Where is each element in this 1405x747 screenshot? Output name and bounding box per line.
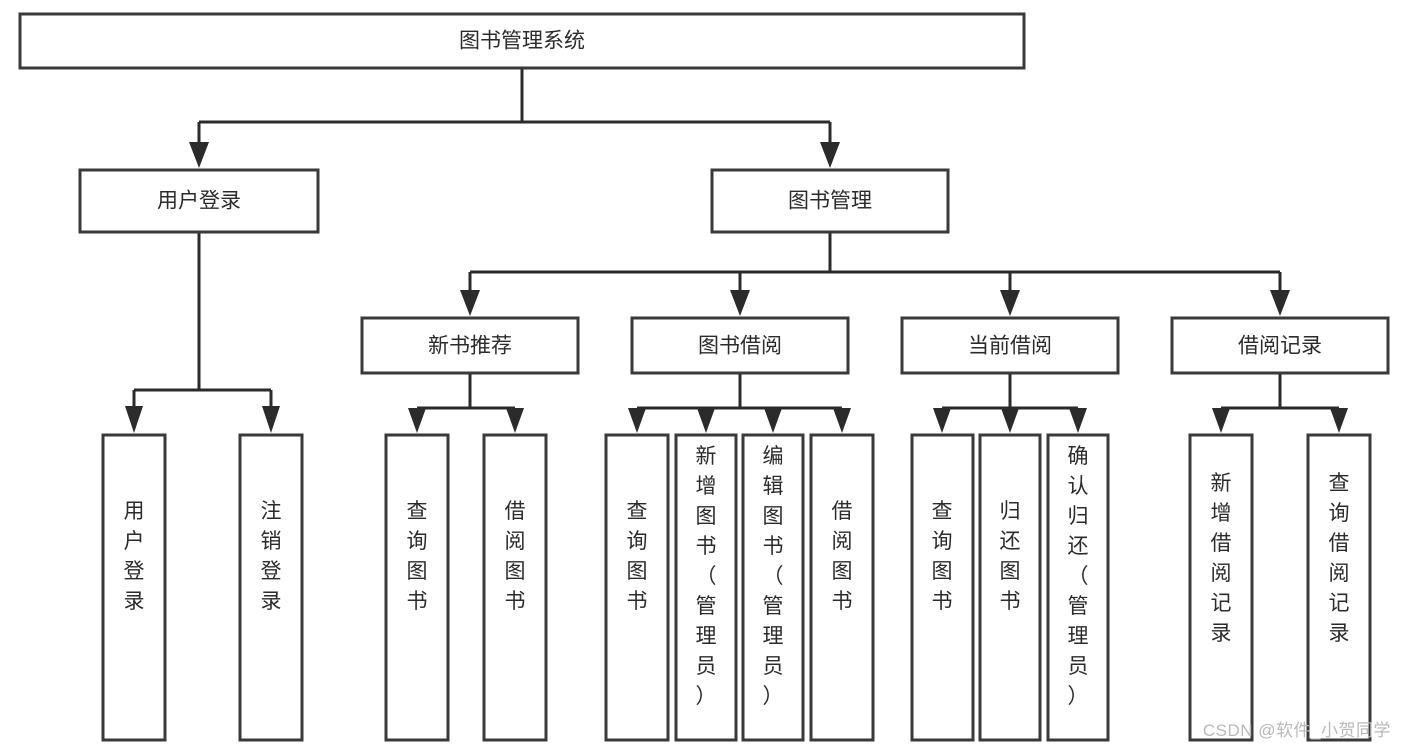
node-current-borrow-label: 当前借阅: [968, 335, 1052, 358]
node-leaf-edit-book-box[interactable]: [741, 433, 805, 742]
node-leaf-add-record-label: 新增借阅记录: [1211, 472, 1232, 645]
node-user-login-label: 用户登录: [157, 190, 241, 213]
node-user-login-box[interactable]: [78, 168, 320, 234]
arrow-head-leaf-addrecord: [1212, 408, 1230, 433]
node-leaf-query-book-2-label: 查询图书: [627, 500, 648, 613]
connector-group-userlogin: [125, 232, 280, 433]
arrow-head-leaf-borrow2: [833, 408, 851, 433]
node-leaf-query-book-3-label: 查询图书: [932, 500, 953, 613]
arrow-head-leaf-queryrecord: [1330, 408, 1348, 433]
node-leaf-borrow-book-2[interactable]: 借阅图书: [809, 433, 875, 742]
node-root-label: 图书管理系统: [459, 30, 585, 53]
arrow-head-userlogin: [189, 142, 209, 168]
node-leaf-borrow-book-2-box[interactable]: [809, 433, 875, 742]
node-book-manage-label: 图书管理: [788, 190, 872, 213]
node-leaf-confirm-return-label: 确认归还（管理员）: [1068, 445, 1089, 708]
arrow-head-leaf-query1: [408, 408, 426, 433]
node-book-manage[interactable]: 图书管理: [710, 168, 950, 234]
node-leaf-query-book-2[interactable]: 查询图书: [604, 433, 670, 742]
node-leaf-add-record-box[interactable]: [1188, 433, 1254, 742]
arrow-head-leaf-query3: [933, 408, 951, 433]
node-book-borrow-label: 图书借阅: [698, 335, 782, 358]
node-leaf-add-book-box[interactable]: [674, 433, 738, 742]
node-book-borrow-box[interactable]: [630, 316, 850, 375]
node-leaf-return-book-box[interactable]: [978, 433, 1042, 742]
node-current-borrow[interactable]: 当前借阅: [900, 316, 1120, 375]
node-leaf-borrow-book-1-box[interactable]: [482, 433, 548, 742]
node-leaf-borrow-book-1[interactable]: 借阅图书: [482, 433, 548, 742]
connector-group-newbook: [408, 373, 524, 433]
node-book-manage-box[interactable]: [710, 168, 950, 234]
connector-group-bookborrow: [628, 373, 851, 433]
connector-group-currentborrow: [933, 373, 1087, 433]
node-leaf-borrow-book-1-label: 借阅图书: [505, 500, 526, 613]
node-borrow-record-label: 借阅记录: [1238, 335, 1322, 358]
node-leaf-borrow-book-2-label: 借阅图书: [832, 500, 853, 613]
node-leaf-user-login-label: 用户登录: [124, 500, 145, 613]
connector-group-root: [189, 68, 840, 168]
node-leaf-query-book-2-box[interactable]: [604, 433, 670, 742]
arrow-head-bookborrow: [730, 290, 750, 316]
node-root-box[interactable]: [18, 12, 1026, 70]
node-leaf-add-book-label: 新增图书（管理员）: [696, 445, 717, 708]
node-leaf-query-book-3-box[interactable]: [910, 433, 975, 742]
arrow-head-currentborrow: [1000, 290, 1020, 316]
node-leaf-user-login[interactable]: 用户登录: [101, 433, 167, 742]
connector-group-borrowrecord: [1212, 373, 1348, 433]
node-leaf-confirm-return[interactable]: 确认归还（管理员）: [1046, 433, 1110, 742]
arrow-head-borrowrecord: [1270, 290, 1290, 316]
node-borrow-record-box[interactable]: [1170, 316, 1390, 375]
arrow-head-leaf-logout: [262, 406, 280, 433]
node-leaf-return-book[interactable]: 归还图书: [978, 433, 1042, 742]
arrow-head-leaf-confirmreturn: [1069, 408, 1087, 433]
node-new-book-rec[interactable]: 新书推荐: [360, 316, 580, 375]
node-leaf-query-record-label: 查询借阅记录: [1329, 472, 1350, 645]
connector-group-bookmanage: [460, 232, 1290, 316]
node-leaf-logout-label: 注销登录: [261, 500, 282, 613]
arrow-head-leaf-query2: [628, 408, 646, 433]
node-leaf-user-login-box[interactable]: [101, 433, 167, 742]
node-root[interactable]: 图书管理系统: [18, 12, 1026, 70]
node-leaf-query-record[interactable]: 查询借阅记录: [1306, 433, 1372, 742]
node-book-borrow[interactable]: 图书借阅: [630, 316, 850, 375]
node-leaf-add-book[interactable]: 新增图书（管理员）: [674, 433, 738, 742]
node-leaf-add-record[interactable]: 新增借阅记录: [1188, 433, 1254, 742]
node-borrow-record[interactable]: 借阅记录: [1170, 316, 1390, 375]
node-user-login[interactable]: 用户登录: [78, 168, 320, 234]
arrow-head-leaf-userlogin: [125, 406, 143, 433]
node-leaf-query-book-1-box[interactable]: [384, 433, 450, 742]
node-leaf-edit-book[interactable]: 编辑图书（管理员）: [741, 433, 805, 742]
arrow-head-leaf-returnbook: [1001, 408, 1019, 433]
node-leaf-edit-book-label: 编辑图书（管理员）: [763, 445, 784, 708]
node-leaf-logout-box[interactable]: [238, 433, 304, 742]
node-current-borrow-box[interactable]: [900, 316, 1120, 375]
node-new-book-rec-label: 新书推荐: [428, 335, 512, 358]
node-new-book-rec-box[interactable]: [360, 316, 580, 375]
node-leaf-confirm-return-box[interactable]: [1046, 433, 1110, 742]
node-leaf-query-book-1[interactable]: 查询图书: [384, 433, 450, 742]
node-leaf-query-book-1-label: 查询图书: [407, 500, 428, 613]
arrow-head-leaf-addbook: [697, 408, 715, 433]
node-leaf-return-book-label: 归还图书: [1000, 500, 1021, 613]
arrow-head-newbook: [460, 290, 480, 316]
node-leaf-query-record-box[interactable]: [1306, 433, 1372, 742]
node-leaf-query-book-3[interactable]: 查询图书: [910, 433, 975, 742]
arrow-head-leaf-editbook: [764, 408, 782, 433]
arrow-head-leaf-borrow1: [506, 408, 524, 433]
node-leaf-logout[interactable]: 注销登录: [238, 433, 304, 742]
arrow-head-bookmanage: [820, 142, 840, 168]
